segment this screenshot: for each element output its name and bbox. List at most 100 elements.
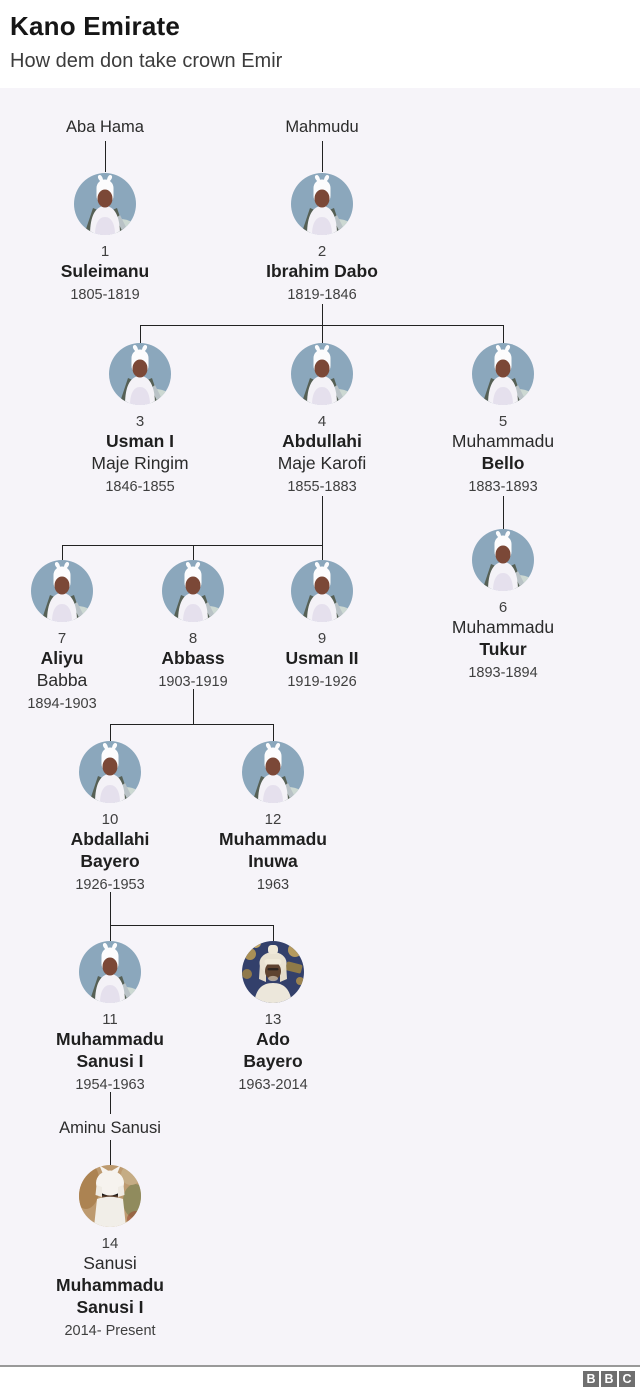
connector-line: [193, 545, 194, 560]
connector-line: [322, 545, 323, 560]
emir-avatar-icon: [31, 560, 93, 622]
family-tree-panel: [0, 88, 640, 1365]
bbc-logo: B B C: [583, 1371, 635, 1387]
emir-number: 8: [188, 630, 198, 647]
emir-avatar-icon: [472, 343, 534, 405]
emir-photo-avatar: [242, 941, 304, 1003]
emir-node-2: 2 Ibrahim Dabo 1819-1846: [242, 173, 402, 303]
emir-node-13: 13 Ado Bayero 1963-2014: [193, 941, 353, 1093]
connector-line: [503, 325, 504, 343]
emir-node-7: 7 Aliyu Babba 1894-1903: [0, 560, 142, 712]
emir-reign-years: 1893-1894: [468, 665, 538, 681]
emir-reign-years: 1954-1963: [75, 1077, 145, 1093]
emir-avatar-icon: [291, 173, 353, 235]
emir-reign-years: 1855-1883: [287, 479, 357, 495]
page-subtitle: How dem don take crown Emir: [10, 50, 283, 72]
emir-name-line: Aliyu: [40, 648, 84, 668]
emir-number: 1: [100, 243, 110, 260]
emir-name-line: Muhammadu: [451, 431, 555, 451]
emir-name-line: Usman II: [285, 648, 359, 668]
connector-line: [193, 689, 194, 724]
emir-avatar-icon: [109, 343, 171, 405]
emir-node-9: 9 Usman II 1919-1926: [242, 560, 402, 690]
bbc-logo-block: C: [619, 1371, 635, 1387]
emir-name-line: Abbass: [161, 648, 225, 668]
page-title: Kano Emirate: [10, 11, 181, 41]
connector-line: [273, 925, 274, 941]
emir-reign-years: 1963-2014: [238, 1077, 308, 1093]
emir-node-14: 14 Sanusi Muhammadu Sanusi I 2014- Prese…: [30, 1165, 190, 1339]
connector-line: [503, 496, 504, 529]
ancestor-label-aminu-sanusi: Aminu Sanusi: [59, 1119, 161, 1137]
emir-reign-years: 1963: [256, 877, 290, 893]
emir-name-line: Bello: [481, 453, 525, 473]
connector-line: [110, 1092, 111, 1114]
emir-number: 7: [57, 630, 67, 647]
emir-node-6: 6 Muhammadu Tukur 1893-1894: [423, 529, 583, 681]
emir-number: 13: [264, 1011, 282, 1028]
connector-line: [322, 325, 323, 343]
emir-number: 5: [498, 413, 508, 430]
emir-name-line: Muhammadu: [56, 1275, 164, 1295]
emir-avatar-icon: [242, 741, 304, 803]
emir-number: 3: [135, 413, 145, 430]
emir-name-line: Abdallahi: [70, 829, 150, 849]
emir-reign-years: 2014- Present: [64, 1323, 156, 1339]
emir-name-line: Maje Ringim: [91, 453, 189, 473]
emir-reign-years: 1846-1855: [105, 479, 175, 495]
emir-name-line: Inuwa: [248, 851, 298, 871]
bbc-logo-block: B: [583, 1371, 599, 1387]
connector-line: [110, 1140, 111, 1165]
emir-name-line: Tukur: [479, 639, 527, 659]
emir-reign-years: 1926-1953: [75, 877, 145, 893]
emir-reign-years: 1919-1926: [287, 674, 357, 690]
emir-name-line: Ibrahim Dabo: [266, 261, 378, 281]
emir-number: 6: [498, 599, 508, 616]
connector-line: [105, 141, 106, 172]
emir-name-line: Sanusi I: [76, 1297, 144, 1317]
connector-line: [322, 141, 323, 172]
emir-avatar-icon: [74, 173, 136, 235]
connector-line: [110, 892, 111, 925]
emir-node-12: 12 Muhammadu Inuwa 1963: [193, 741, 353, 893]
emir-name-line: Abdullahi: [282, 431, 362, 451]
footer-divider: [0, 1365, 640, 1367]
connector-line: [110, 925, 274, 926]
emir-avatar-icon: [472, 529, 534, 591]
emir-number: 2: [317, 243, 327, 260]
emir-avatar-icon: [291, 343, 353, 405]
emir-avatar-icon: [162, 560, 224, 622]
emir-name-line: Muhammadu: [219, 829, 327, 849]
connector-line: [110, 724, 274, 725]
emir-name-line: Usman I: [105, 431, 175, 451]
emir-number: 9: [317, 630, 327, 647]
emir-node-5: 5 Muhammadu Bello 1883-1893: [423, 343, 583, 495]
connector-line: [322, 496, 323, 545]
emir-node-10: 10 Abdallahi Bayero 1926-1953: [30, 741, 190, 893]
emir-name-line: Muhammadu: [451, 617, 555, 637]
emir-node-4: 4 Abdullahi Maje Karofi 1855-1883: [242, 343, 402, 495]
emir-number: 10: [101, 811, 119, 828]
emir-avatar-icon: [79, 741, 141, 803]
connector-line: [273, 724, 274, 741]
emir-name-line: Bayero: [80, 851, 140, 871]
bbc-logo-block: B: [601, 1371, 617, 1387]
connector-line: [110, 724, 111, 741]
ancestor-label-aba-hama: Aba Hama: [66, 118, 144, 136]
emir-reign-years: 1819-1846: [287, 287, 357, 303]
ancestor-label-mahmudu: Mahmudu: [285, 118, 359, 136]
emir-node-3: 3 Usman I Maje Ringim 1846-1855: [60, 343, 220, 495]
connector-line: [62, 545, 63, 560]
emir-number: 4: [317, 413, 327, 430]
emir-node-8: 8 Abbass 1903-1919: [113, 560, 273, 690]
emir-name-line: Bayero: [243, 1051, 303, 1071]
connector-line: [110, 925, 111, 941]
emir-name-line: Maje Karofi: [277, 453, 367, 473]
emir-avatar-icon: [291, 560, 353, 622]
emir-number: 11: [102, 1011, 118, 1028]
emir-reign-years: 1883-1893: [468, 479, 538, 495]
emir-reign-years: 1903-1919: [158, 674, 228, 690]
emir-number: 14: [101, 1235, 119, 1252]
emir-name-line: Ado: [255, 1029, 291, 1049]
